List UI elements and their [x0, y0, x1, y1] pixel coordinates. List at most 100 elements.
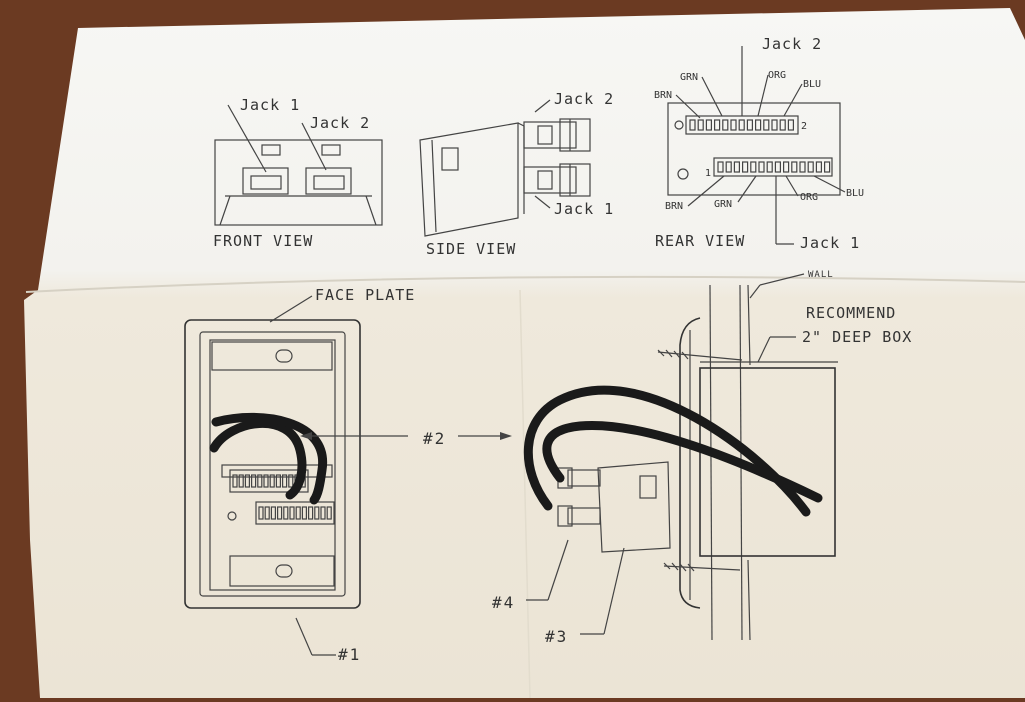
- terminal-slot: [277, 506, 283, 520]
- terminal-slot: [815, 161, 823, 173]
- terminal-slot: [263, 474, 269, 488]
- paper-sheet: [24, 8, 1025, 698]
- terminal-slot: [697, 119, 704, 131]
- terminal-slot: [288, 474, 294, 488]
- callout-3: #3: [545, 627, 568, 646]
- terminal-slot: [244, 474, 250, 488]
- terminal-slot: [738, 119, 745, 131]
- terminal-slot: [730, 119, 737, 131]
- terminal-slot: [275, 474, 281, 488]
- jack1-slot-tab: [261, 144, 281, 156]
- install-cable-1: [523, 385, 811, 517]
- terminal-slot: [689, 119, 696, 131]
- rear-view-plate: [667, 102, 841, 196]
- rear-row-number-2: 2: [801, 121, 807, 132]
- terminal-slot: [771, 119, 778, 131]
- callout-2-group: #2: [300, 429, 512, 448]
- callout-4: #4: [492, 593, 515, 612]
- terminal-slot: [791, 161, 798, 173]
- rear-jack1-terminals: [713, 157, 833, 177]
- face-plate-assembly: FACE PLATE #1: [184, 286, 415, 664]
- terminal-slot: [705, 119, 713, 131]
- terminal-slot: [787, 119, 795, 131]
- front-view-plate: [214, 139, 383, 226]
- top-screw: [657, 349, 743, 361]
- face-cable-2: [211, 412, 328, 505]
- face-cable-1: [209, 419, 307, 500]
- rear-bottom-wire-org: ORG: [800, 192, 818, 203]
- bottom-screw: [663, 562, 741, 572]
- side-install: WALL RECOMMEND 2" DEEP BOX #4 #3: [492, 270, 912, 646]
- terminal-slot: [722, 119, 729, 131]
- jack2-slot-tab: [321, 144, 341, 156]
- terminal-slot: [232, 474, 238, 488]
- wall-box-opening: [209, 339, 336, 591]
- rear-jack2-terminals: [685, 115, 799, 135]
- terminal-slot: [799, 161, 806, 173]
- front-jack2-label: Jack 2: [310, 114, 370, 132]
- terminal-slot: [758, 161, 765, 173]
- terminal-slot: [725, 161, 732, 173]
- terminal-slot: [258, 506, 264, 520]
- terminal-slot: [251, 474, 257, 488]
- terminal-slot: [717, 161, 724, 173]
- rear-top-wire-org: ORG: [768, 70, 786, 81]
- rear-jack2-label: Jack 2: [762, 35, 822, 53]
- terminal-slot: [733, 161, 741, 173]
- recommend-line-1: RECOMMEND: [806, 304, 896, 322]
- terminal-slot: [807, 161, 814, 173]
- terminal-slot: [823, 161, 831, 173]
- terminal-slot: [320, 506, 326, 520]
- rear-view: 2 1 Jack 2 BRN GRN ORG BLU BRN GRN ORG B…: [654, 35, 864, 252]
- terminal-slot: [295, 506, 301, 520]
- rear-bottom-wire-grn: GRN: [714, 199, 732, 210]
- terminal-slot: [308, 506, 314, 520]
- side-view-caption: SIDE VIEW: [426, 240, 516, 258]
- face-plate-edge: [679, 317, 701, 609]
- side-jack1-label: Jack 1: [554, 200, 614, 218]
- terminal-slot: [238, 474, 244, 488]
- rear-bottom-wire-blu: BLU: [846, 188, 864, 199]
- rear-top-wire-grn: GRN: [680, 72, 698, 83]
- terminal-slot: [766, 161, 773, 173]
- terminal-slot: [283, 506, 289, 520]
- terminal-slot: [326, 506, 332, 520]
- terminal-slot: [741, 161, 749, 173]
- terminal-slot: [282, 474, 288, 488]
- rear-top-wire-blu: BLU: [803, 79, 821, 90]
- terminal-slot: [270, 506, 276, 520]
- rear-bottom-wire-brn: BRN: [665, 201, 683, 212]
- side-view: Jack 2 Jack 1 SIDE VIEW: [419, 90, 614, 258]
- side-jack1-connector: [523, 163, 591, 197]
- bottom-mount-tab: [229, 555, 335, 587]
- recommend-line-2: 2" DEEP BOX: [802, 328, 912, 346]
- rear-top-wire-brn: BRN: [654, 90, 672, 101]
- rear-row-number-1: 1: [705, 168, 711, 179]
- top-mount-tab: [211, 341, 333, 371]
- side-jack2-connector: [523, 118, 591, 152]
- front-jack1-label: Jack 1: [240, 96, 300, 114]
- callout-2: #2: [423, 429, 446, 448]
- callout-1: #1: [338, 645, 361, 664]
- vertical-fold: [519, 289, 531, 699]
- face-plate-label: FACE PLATE: [315, 286, 415, 304]
- terminal-slot: [782, 161, 790, 173]
- wall-label: WALL: [808, 270, 834, 280]
- install-cable-2: [542, 421, 823, 503]
- terminal-slot: [314, 506, 320, 520]
- terminal-slot: [754, 119, 762, 131]
- terminal-slot: [301, 506, 307, 520]
- terminal-slot: [257, 474, 263, 488]
- side-jack2-label: Jack 2: [554, 90, 614, 108]
- terminal-slot: [746, 119, 754, 131]
- rear-jack1-label: Jack 1: [800, 234, 860, 252]
- front-view: Jack 1 Jack 2 FRONT VIEW: [213, 96, 383, 250]
- terminal-slot: [269, 474, 275, 488]
- face-plate-inner: [199, 331, 346, 597]
- rear-view-caption: REAR VIEW: [655, 232, 745, 250]
- terminal-slot: [264, 506, 270, 520]
- fold-crease: [25, 275, 1025, 293]
- jack1-port: [242, 167, 289, 195]
